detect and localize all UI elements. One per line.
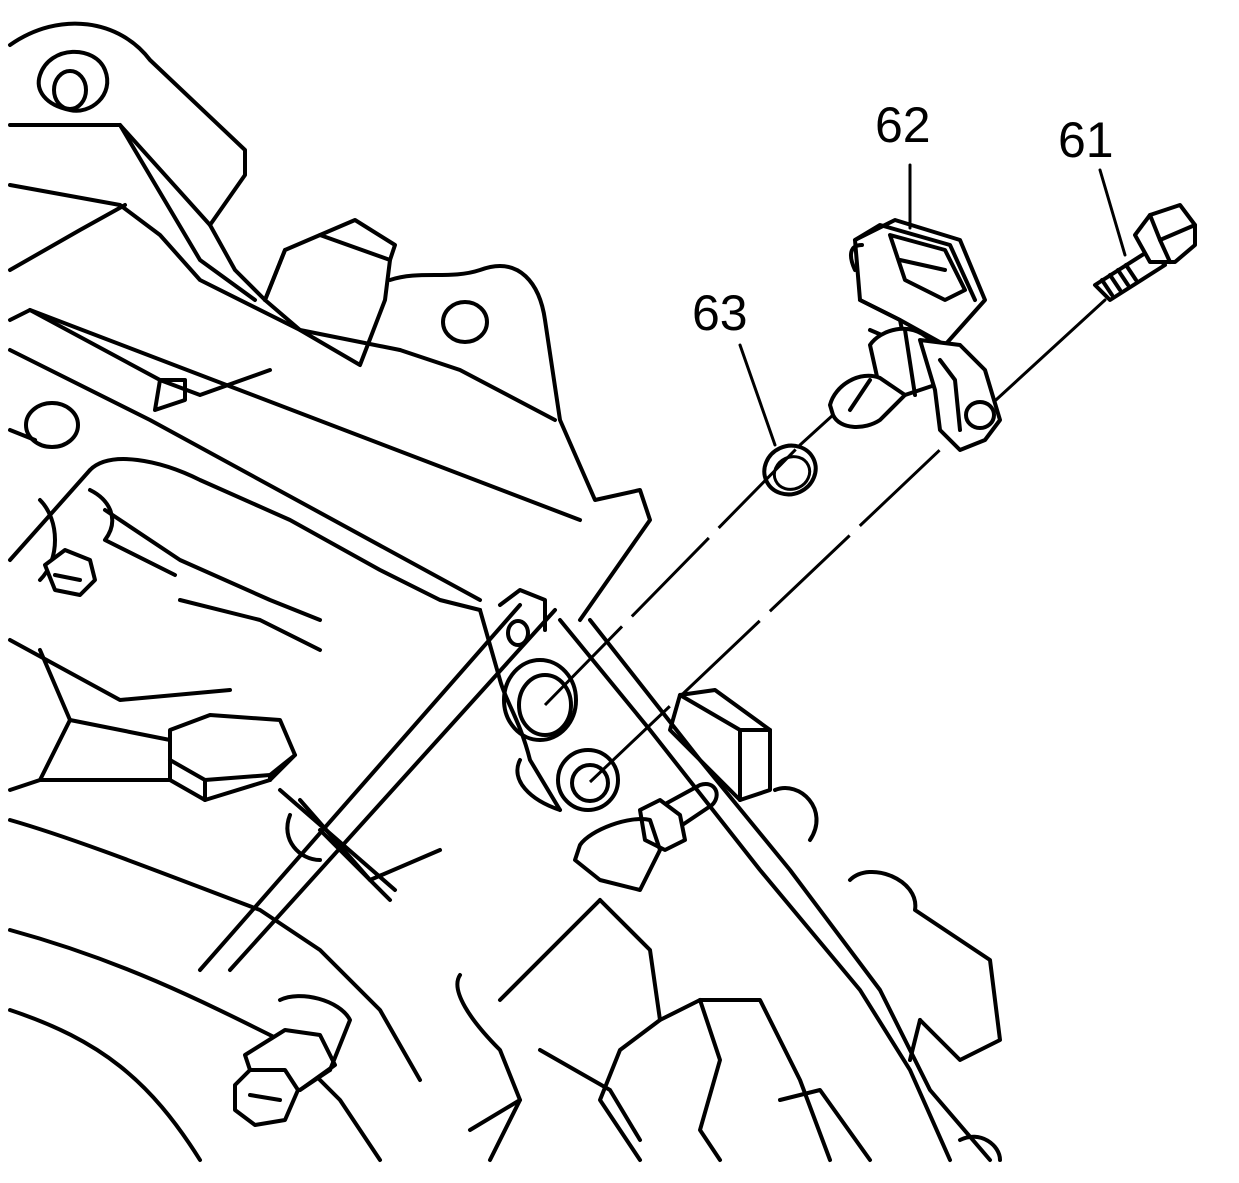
alignment-lines: [543, 298, 1107, 784]
callout-62: 62: [875, 97, 931, 153]
callout-leaders: [738, 163, 1127, 447]
speed-sensor: [828, 218, 1002, 452]
bolt: [1093, 203, 1197, 302]
callout-63: 63: [692, 285, 748, 341]
callout-61: 61: [1058, 112, 1114, 168]
transmission-housing: [8, 21, 1002, 1162]
callout-labels: 62 61 63: [692, 97, 1114, 341]
o-ring-seal: [762, 443, 818, 497]
